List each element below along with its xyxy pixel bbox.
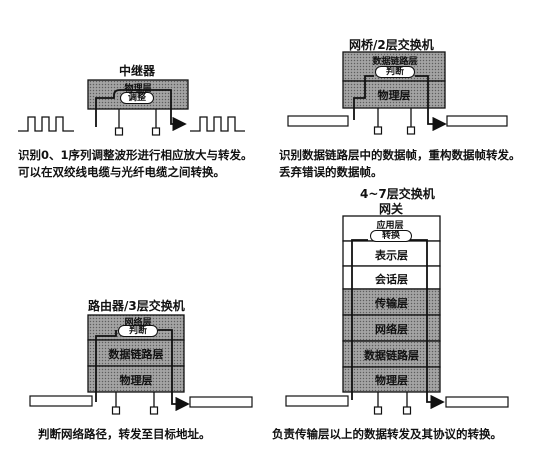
router-packet-in xyxy=(29,395,93,407)
router-layer-label-2: 数据链路层 xyxy=(108,348,164,361)
bridge-flow-arrow xyxy=(353,75,445,124)
bridge-frame-in xyxy=(287,115,349,127)
router-layer-box-3 xyxy=(87,365,185,393)
gateway-layer-label-3: 会话层 xyxy=(375,273,408,286)
bridge-action-pill: 判断 xyxy=(375,66,415,78)
output-square-wave xyxy=(190,116,245,132)
gateway-data-out xyxy=(445,396,509,408)
bridge-layer-label-2: 物理层 xyxy=(377,89,411,102)
repeater-layer-label: 物理层 xyxy=(124,84,152,94)
gateway-title-line-2: 网关 xyxy=(379,202,404,216)
repeater-caption-line-2: 可以在双绞线电缆与光纤电缆之间转换。 xyxy=(18,165,225,179)
router-layer-label-1: 网络层 xyxy=(124,318,152,328)
gateway-layer-box-5 xyxy=(342,314,441,342)
gateway-layer-box-6 xyxy=(342,340,441,368)
repeater-flow-arrow xyxy=(95,89,187,132)
gateway-layer-label-2: 表示层 xyxy=(375,249,408,262)
gateway-caption-line-1: 负责传输层以上的数据转发及其协议的转换。 xyxy=(272,427,502,441)
bridge-caption-line-2: 丢弃错误的数据帧。 xyxy=(279,165,383,179)
gateway-layer-label-4: 传输层 xyxy=(375,297,408,310)
repeater-title: 中继器 xyxy=(119,64,156,78)
gateway-left-port xyxy=(373,406,383,415)
repeater-caption-line-1: 识别0、1序列调整波形进行相应放大与转发。 xyxy=(18,148,253,162)
router-layer-label-3: 物理层 xyxy=(119,374,153,387)
bridge-frame-out xyxy=(446,115,508,127)
gateway-action-pill: 转换 xyxy=(370,230,412,242)
gateway-right-port xyxy=(402,406,412,415)
gateway-layer-box-7 xyxy=(342,366,441,393)
router-layer-box-2 xyxy=(87,339,185,367)
bridge-left-port xyxy=(373,126,383,135)
bridge-caption-line-1: 识别数据链路层中的数据帧，重构数据帧转发。 xyxy=(279,148,521,162)
input-square-wave xyxy=(18,116,74,132)
router-caption-line-1: 判断网络路径，转发至目标地址。 xyxy=(38,427,211,441)
gateway-layer-label-7: 物理层 xyxy=(375,374,408,387)
router-packet-out xyxy=(189,396,253,408)
gateway-device xyxy=(285,215,509,415)
router-flow-arrow xyxy=(95,329,188,404)
gateway-flow-arrow xyxy=(351,239,443,402)
gateway-layer-label-6: 数据链路层 xyxy=(364,349,419,362)
bridge-device xyxy=(287,51,508,135)
repeater-action-pill: 调整 xyxy=(120,92,154,104)
router-action-pill: 判断 xyxy=(118,325,158,337)
router-left-port xyxy=(111,406,121,415)
router-right-port xyxy=(149,406,159,415)
bridge-title: 网桥/2层交换机 xyxy=(349,38,434,52)
gateway-data-in xyxy=(285,395,349,407)
gateway-layer-label-1: 应用层 xyxy=(376,221,404,231)
repeater-device xyxy=(18,79,245,136)
gateway-title-line-1: 4~7层交换机 xyxy=(360,187,435,201)
repeater-right-port xyxy=(151,127,161,136)
gateway-layer-box-4 xyxy=(342,288,441,316)
gateway-layer-label-5: 网络层 xyxy=(375,323,408,336)
bridge-layer-label-1: 数据链路层 xyxy=(372,57,418,67)
router-title: 路由器/3层交换机 xyxy=(88,299,185,313)
repeater-left-port xyxy=(114,127,124,136)
bridge-right-port xyxy=(406,126,416,135)
